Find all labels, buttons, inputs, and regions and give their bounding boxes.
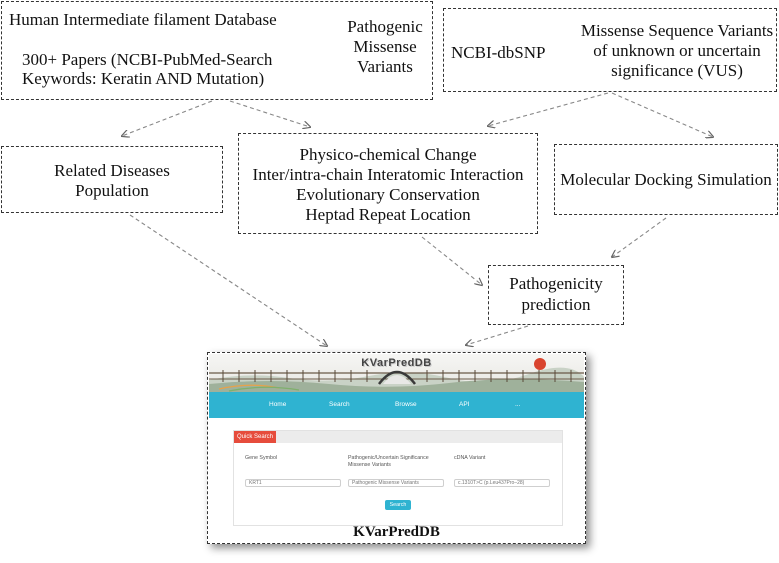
- hif-database-box: [1, 1, 433, 100]
- prediction-box: [488, 265, 624, 325]
- vus-line-2: of unknown or uncertain: [593, 41, 761, 60]
- quick-search-header: [234, 431, 562, 443]
- feature-conservation: Evolutionary Conservation: [296, 185, 480, 204]
- quick-search-tab[interactable]: Quick Search: [234, 431, 277, 443]
- arrow-diseases-to-db: [129, 214, 327, 346]
- gene-symbol-input[interactable]: KRT1: [245, 479, 341, 487]
- database-caption: KVarPredDB: [353, 524, 440, 540]
- kvarpreddb-screenshot: KVarPredDB Home Search Browse API ... Qu…: [207, 352, 586, 544]
- prediction-line-2: prediction: [521, 295, 591, 314]
- site-banner: KVarPredDB: [209, 354, 584, 392]
- nav-more[interactable]: ...: [515, 401, 521, 408]
- arrow-dbsnp-to-docking: [611, 92, 713, 137]
- sun-icon: [534, 358, 546, 370]
- cdna-variant-input[interactable]: c.1310T>C (p.Leu437Pro–28): [454, 479, 550, 487]
- pathogenic-line-2: Missense: [353, 37, 417, 56]
- docking-label: Molecular Docking Simulation: [560, 170, 772, 189]
- pubmed-keywords-line: Keywords: Keratin AND Mutation): [22, 69, 265, 88]
- dbsnp-source: NCBI-dbSNP: [451, 43, 546, 62]
- cdna-variant-label: cDNA Variant: [454, 455, 486, 461]
- variant-type-label-2: Missense Variants: [348, 462, 391, 468]
- arrow-prediction-to-db: [466, 325, 529, 345]
- variant-type-label-1: Pathogenic/Uncertain Significance: [348, 455, 429, 461]
- pubmed-papers-line: 300+ Papers (NCBI-PubMed-Search: [22, 50, 273, 69]
- feature-heptad: Heptad Repeat Location: [305, 205, 471, 224]
- variant-type-select[interactable]: Pathogenic Missense Variants: [348, 479, 444, 487]
- feature-physico-chemical: Physico-chemical Change: [299, 145, 477, 164]
- dbsnp-box: [443, 8, 777, 92]
- docking-box: [554, 144, 778, 215]
- related-diseases-box: [1, 146, 223, 213]
- features-box: [238, 133, 538, 234]
- related-diseases-line-1: Related Diseases: [54, 161, 170, 180]
- nav-search[interactable]: Search: [329, 401, 350, 408]
- arrow-docking-to-prediction: [612, 217, 667, 257]
- prediction-line-1: Pathogenicity: [509, 274, 603, 293]
- arrow-features-to-prediction: [421, 236, 482, 285]
- hif-database-title: Human Intermediate filament Database: [9, 10, 277, 29]
- nav-api[interactable]: API: [459, 401, 470, 408]
- feature-interatomic: Inter/intra-chain Interatomic Interactio…: [252, 165, 524, 184]
- banner-landscape-illustration: [209, 367, 584, 392]
- nav-home[interactable]: Home: [269, 401, 287, 408]
- search-button[interactable]: Search: [385, 500, 411, 510]
- nav-browse[interactable]: Browse: [395, 401, 417, 408]
- site-navbar: Home Search Browse API ...: [209, 392, 584, 418]
- arrow-hif-to-diseases: [122, 100, 213, 136]
- vus-line-3: significance (VUS): [611, 61, 743, 80]
- vus-line-1: Missense Sequence Variants: [580, 21, 774, 40]
- gene-symbol-label: Gene Symbol: [245, 455, 278, 461]
- related-diseases-line-2: Population: [75, 181, 149, 200]
- site-title: KVarPredDB: [361, 357, 432, 369]
- pathogenic-line-1: Pathogenic: [347, 17, 423, 36]
- arrow-hif-to-features: [229, 100, 310, 127]
- arrow-dbsnp-to-features: [488, 92, 609, 126]
- quick-search-panel: Quick Search Gene Symbol Pathogenic/Unce…: [233, 430, 563, 526]
- pathogenic-line-3: Variants: [357, 57, 413, 76]
